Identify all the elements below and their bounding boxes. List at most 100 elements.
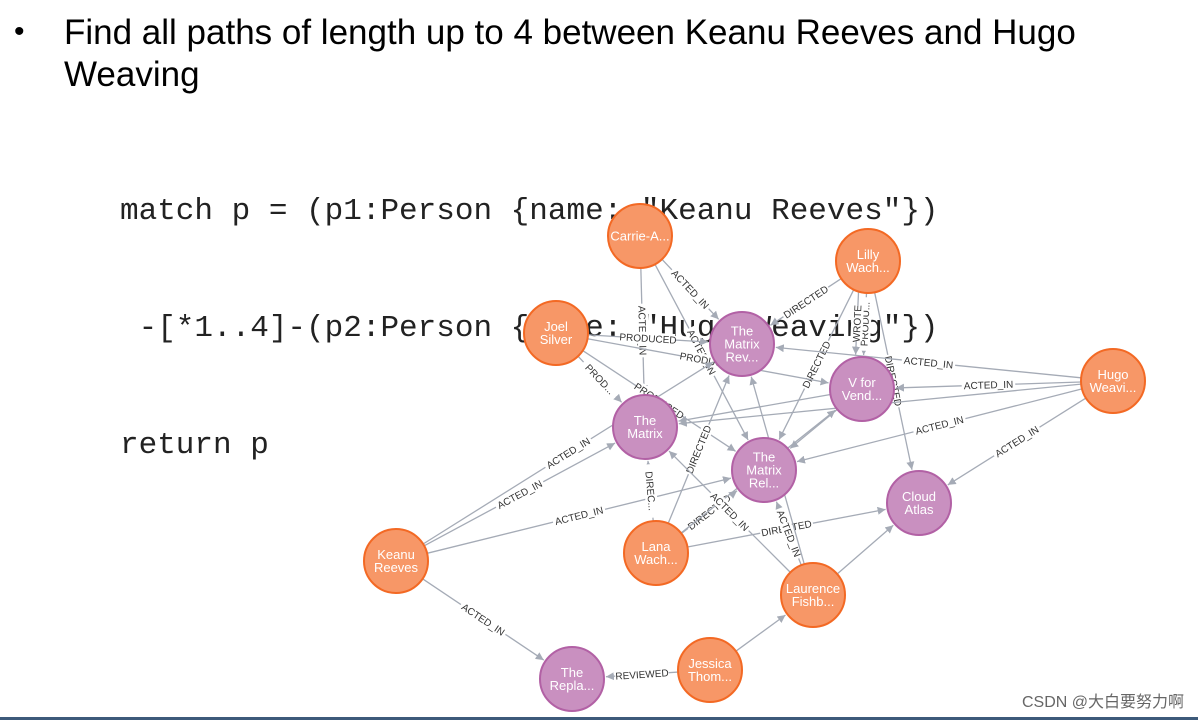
bullet-point: • xyxy=(14,15,25,48)
node-label: Laurence xyxy=(786,581,840,596)
edge-label: ACTED_IN xyxy=(545,436,593,472)
edge-jessica-replacements: REVIEWED xyxy=(605,666,679,683)
edge-line xyxy=(735,614,786,652)
person-node-laurence[interactable]: LaurenceFishb... xyxy=(780,562,846,628)
edge-hugo-cloud: ACTED_IN xyxy=(947,397,1087,486)
node-label: Wach... xyxy=(846,260,890,275)
movie-node-replacements[interactable]: TheRepla... xyxy=(539,646,605,712)
node-circle xyxy=(523,300,589,366)
node-label: Matrix xyxy=(627,426,663,441)
movie-node-revolutions[interactable]: TheMatrixRev... xyxy=(709,311,775,377)
node-circle xyxy=(607,203,673,269)
edge-carrie-revolutions: ACTED_IN xyxy=(661,258,720,320)
edge-vendetta-reloaded xyxy=(789,408,838,449)
node-label: The xyxy=(753,450,775,465)
slide-bottom-border xyxy=(0,717,1198,720)
movie-node-vendetta[interactable]: V forVend... xyxy=(829,356,895,422)
edge-joel-matrix: PROD... xyxy=(577,355,623,403)
node-label: Rev... xyxy=(726,350,759,365)
node-label: Weavi... xyxy=(1090,380,1137,395)
node-circle xyxy=(1080,348,1146,414)
node-label: Silver xyxy=(540,332,573,347)
edge-label: ACTED_IN xyxy=(903,356,953,372)
node-label: V for xyxy=(848,375,876,390)
node-label: Cloud xyxy=(902,489,936,504)
person-node-lana[interactable]: LanaWach... xyxy=(623,520,689,586)
node-label: Atlas xyxy=(905,502,934,517)
node-label: Repla... xyxy=(550,678,595,693)
edge-label: ACTED_IN xyxy=(964,380,1014,393)
node-label: Matrix xyxy=(724,337,760,352)
edge-line xyxy=(789,408,838,449)
edge-label: PRODUCED xyxy=(619,332,677,346)
node-label: Reeves xyxy=(374,560,419,575)
node-circle xyxy=(731,437,797,503)
node-circle xyxy=(835,228,901,294)
csdn-watermark: CSDN @大白要努力啊 xyxy=(1021,694,1184,711)
node-circle xyxy=(709,311,775,377)
edge-label: ACTED_IN xyxy=(459,602,506,639)
person-node-jessica[interactable]: JessicaThom... xyxy=(677,637,743,703)
edge-label: PROD... xyxy=(582,363,616,398)
node-label: Matrix xyxy=(746,463,782,478)
edge-hugo-vendetta: ACTED_IN xyxy=(895,378,1082,393)
node-circle xyxy=(829,356,895,422)
node-circle xyxy=(539,646,605,712)
node-label: Wach... xyxy=(634,552,678,567)
edge-laurence-cloud xyxy=(836,524,894,575)
node-label: The xyxy=(561,665,583,680)
node-label: Rel... xyxy=(749,476,779,491)
movie-node-reloaded[interactable]: TheMatrixRel... xyxy=(731,437,797,503)
cypher-code-block: match p = (p1:Person {name: "Keanu Reeve… xyxy=(120,114,939,504)
edge-label: REVIEWED xyxy=(615,668,669,682)
person-node-hugo[interactable]: HugoWeavi... xyxy=(1080,348,1146,414)
node-label: Carrie-A... xyxy=(610,229,669,244)
node-label: Lana xyxy=(642,539,672,554)
edge-lilly-vendetta: WROTE xyxy=(850,292,865,355)
node-circle xyxy=(623,520,689,586)
edge-hugo-revolutions: ACTED_IN xyxy=(775,344,1082,379)
node-circle xyxy=(612,394,678,460)
edge-label: DIREC... xyxy=(642,471,656,511)
edge-carrie-matrix: ACTED_IN xyxy=(635,267,650,394)
node-circle xyxy=(363,528,429,594)
edge-line xyxy=(836,524,894,575)
person-node-carrie[interactable]: Carrie-A... xyxy=(607,203,673,269)
edge-keanu-replacements: ACTED_IN xyxy=(422,578,545,661)
edge-label: ACTED_IN xyxy=(669,268,711,312)
node-label: Lilly xyxy=(857,247,880,262)
code-line-1: match p = (p1:Person {name: "Keanu Reeve… xyxy=(120,194,939,229)
edge-vendetta-matrix xyxy=(678,393,831,424)
node-circle xyxy=(886,470,952,536)
edge-label: ACTED_IN xyxy=(994,424,1042,460)
edge-joel-revolutions: PRODUCED xyxy=(587,330,709,347)
node-label: Fishb... xyxy=(792,594,835,609)
edge-lilly-revolutions: DIRECTED xyxy=(770,278,842,326)
node-label: Joel xyxy=(544,319,568,334)
node-label: Vend... xyxy=(842,388,882,403)
slide-heading: Find all paths of length up to 4 between… xyxy=(64,13,1076,94)
edge-label: ACTED_IN xyxy=(914,415,965,438)
edge-label: ACTED_IN xyxy=(554,505,605,528)
edge-jessica-laurence xyxy=(735,614,786,652)
node-label: Keanu xyxy=(377,547,415,562)
edge-label: DIRECTED xyxy=(801,340,834,391)
edge-lana-matrix: DIREC... xyxy=(642,460,659,522)
node-circle xyxy=(780,562,846,628)
node-label: Hugo xyxy=(1097,367,1128,382)
node-label: Jessica xyxy=(688,656,732,671)
node-label: The xyxy=(634,413,656,428)
edge-label: DIRECTED xyxy=(782,284,831,321)
node-circle xyxy=(677,637,743,703)
node-label: The xyxy=(731,324,753,339)
person-node-lilly[interactable]: LillyWach... xyxy=(835,228,901,294)
node-label: Thom... xyxy=(688,669,732,684)
edge-label: WROTE xyxy=(852,304,865,342)
edge-line xyxy=(678,393,831,424)
code-line-3: return p xyxy=(120,428,269,463)
